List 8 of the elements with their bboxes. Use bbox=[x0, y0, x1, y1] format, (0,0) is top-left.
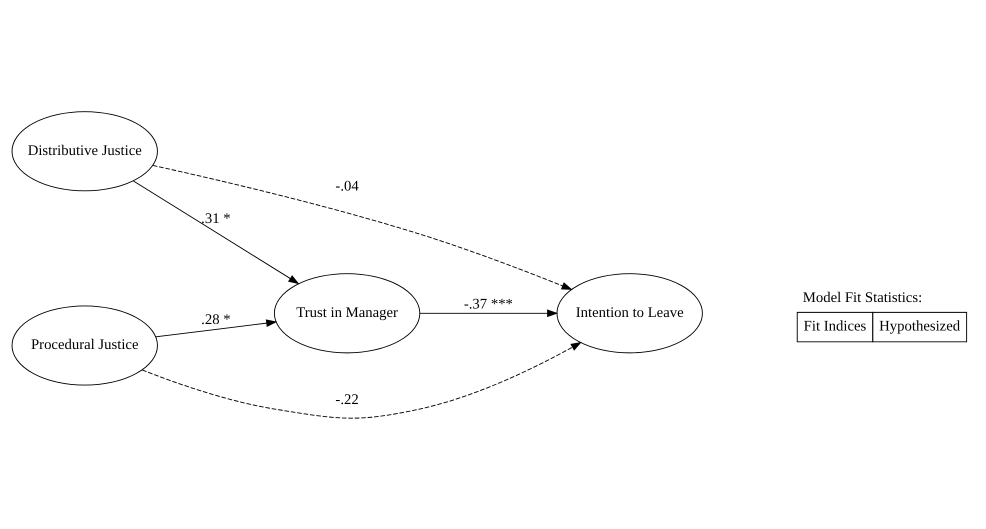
label: Hypothesized bbox=[879, 318, 960, 334]
label: Model Fit Statistics: bbox=[802, 290, 922, 306]
edge-label: -.22 bbox=[335, 392, 359, 408]
edge-label: .31 * bbox=[201, 210, 231, 226]
edge-label: -.37 *** bbox=[464, 296, 513, 312]
edge-label: .28 * bbox=[201, 312, 231, 328]
label: Fit Indices bbox=[804, 318, 866, 334]
edge-label: -.04 bbox=[335, 178, 359, 194]
